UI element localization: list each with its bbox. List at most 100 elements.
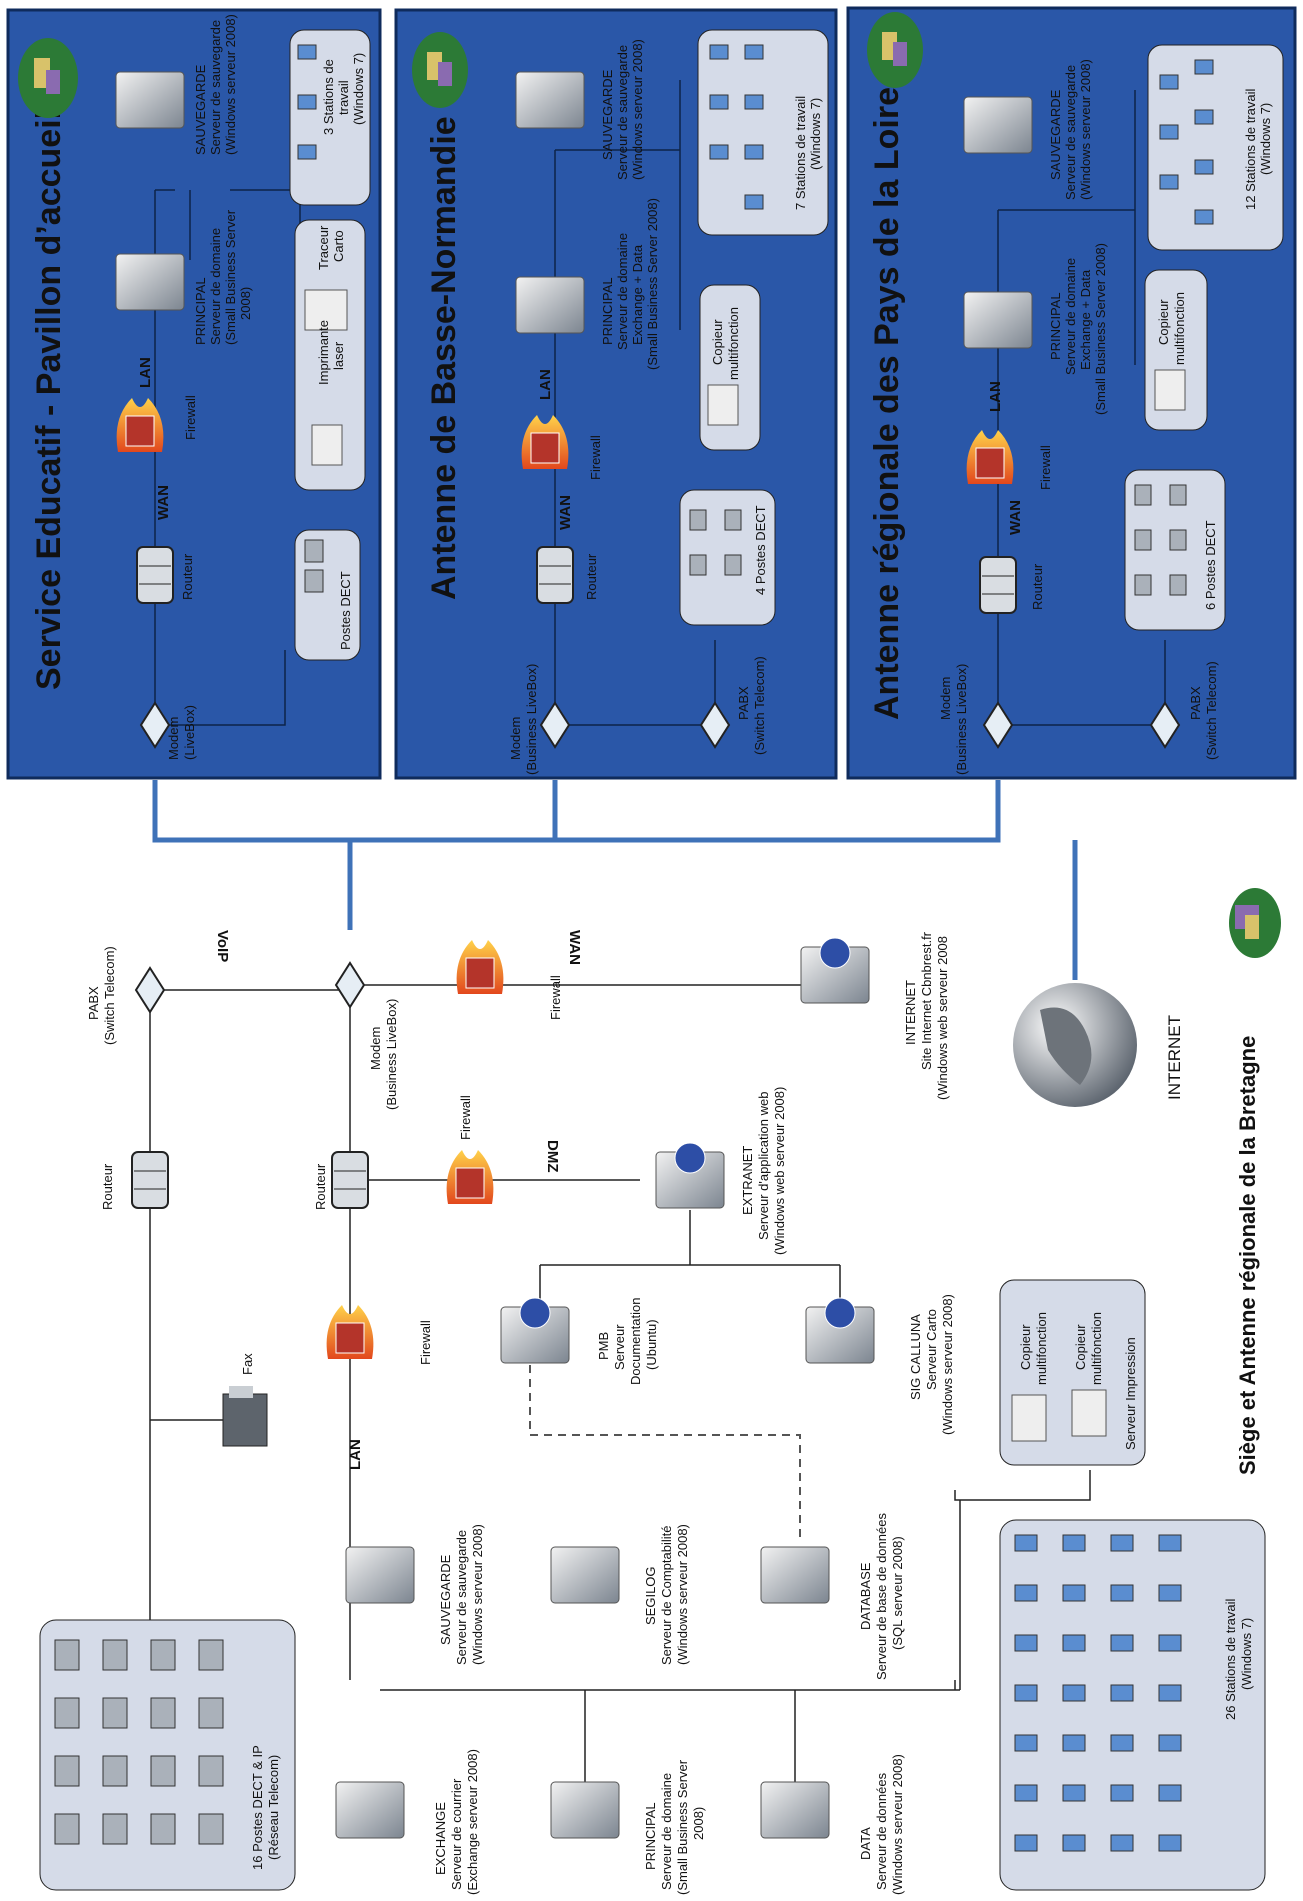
- workstation-icon: [1014, 1784, 1038, 1802]
- router-icon: [331, 1151, 369, 1209]
- stations-box: 26 Stations de travail (Windows 7): [999, 1519, 1266, 1891]
- firewall-label: Firewall: [418, 1320, 433, 1365]
- modem-label: Modem: [938, 677, 953, 720]
- workstation-icon: [1110, 1584, 1134, 1602]
- panel-service-educatif: Service Educatif - Pavillon d’accueil Mo…: [6, 8, 382, 780]
- svg-text:(Windows 7): (Windows 7): [1258, 103, 1273, 175]
- svg-text:2008): 2008): [238, 287, 253, 320]
- svg-text:Serveur de données: Serveur de données: [874, 1772, 889, 1890]
- dect-ip-box: 16 Postes DECT & IP (Réseau Telecom): [39, 1619, 296, 1891]
- panel-loire-title: Antenne régionale des Pays de la Loire: [868, 87, 906, 720]
- router-icon: [979, 556, 1017, 614]
- svg-text:(Windows serveur 2008): (Windows serveur 2008): [1078, 59, 1093, 200]
- svg-text:Site Internet Cbnbrest.fr: Site Internet Cbnbrest.fr: [919, 931, 934, 1070]
- server-icon: [550, 1781, 620, 1839]
- globe-icon: [1013, 983, 1137, 1107]
- router-label: Routeur: [180, 553, 195, 600]
- svg-text:(Ubuntu): (Ubuntu): [644, 1319, 659, 1370]
- svg-text:(Switch Telecom): (Switch Telecom): [102, 946, 117, 1045]
- phone-icon: [150, 1697, 176, 1729]
- copier-label: Copieur: [1073, 1324, 1088, 1370]
- siege-section: Siège et Antenne régionale de la Bretagn…: [39, 888, 1281, 1895]
- wan-label: WAN: [1007, 500, 1024, 535]
- svg-text:Serveur de sauvegarde: Serveur de sauvegarde: [1063, 65, 1078, 200]
- server-icon: [115, 71, 185, 129]
- copier-box: Copieur multifonction: [699, 284, 761, 451]
- phone-icon: [54, 1755, 80, 1787]
- svg-text:(Small Business Server: (Small Business Server: [675, 1759, 690, 1895]
- phone-icon: [198, 1697, 224, 1729]
- svg-text:(Windows serveur 2008): (Windows serveur 2008): [940, 1294, 955, 1435]
- sauvegarde-label: SAUVEGARDE: [600, 69, 615, 160]
- phone-icon: [150, 1813, 176, 1845]
- principal-label: PRINCIPAL: [643, 1802, 658, 1870]
- workstation-icon: [1158, 1634, 1182, 1652]
- pabx-icon: [134, 966, 166, 1014]
- phone-icon: [102, 1813, 128, 1845]
- workstation-icon: [1110, 1534, 1134, 1552]
- workstation-icon: [1062, 1684, 1086, 1702]
- pmb-label: PMB: [596, 1332, 611, 1360]
- wan-label: WAN: [557, 495, 574, 530]
- svg-text:(Business LiveBox): (Business LiveBox): [384, 999, 399, 1110]
- stations-label: 3 Stations de: [321, 59, 336, 135]
- printer-label: Imprimante: [316, 320, 331, 385]
- firewall-label: Firewall: [1038, 445, 1053, 490]
- firewall-icon: [326, 1305, 374, 1359]
- web-server-icon: [655, 1142, 725, 1209]
- fax-label: Fax: [240, 1353, 255, 1375]
- copier-label: Copieur: [1018, 1324, 1033, 1370]
- workstation-icon: [1014, 1734, 1038, 1752]
- router-label: Routeur: [100, 1163, 115, 1210]
- svg-text:Serveur de sauvegarde: Serveur de sauvegarde: [454, 1530, 469, 1665]
- svg-text:Serveur de sauvegarde: Serveur de sauvegarde: [208, 20, 223, 155]
- svg-text:(Small Business Server 2008): (Small Business Server 2008): [645, 198, 660, 370]
- workstation-icon: [1158, 1834, 1182, 1852]
- server-icon: [335, 1781, 405, 1839]
- phone-icon: [150, 1755, 176, 1787]
- logo-icon: [18, 38, 78, 118]
- firewall-label: Firewall: [183, 395, 198, 440]
- extranet-label: EXTRANET: [740, 1146, 755, 1215]
- sauvegarde-label: SAUVEGARDE: [193, 64, 208, 155]
- principal-label: PRINCIPAL: [193, 277, 208, 345]
- svg-text:Serveur de courrier: Serveur de courrier: [449, 1778, 464, 1890]
- server-icon: [115, 253, 185, 311]
- server-icon: [515, 71, 585, 129]
- firewall-label: Firewall: [588, 435, 603, 480]
- svg-text:(Windows 7): (Windows 7): [808, 98, 823, 170]
- svg-text:Serveur Carto: Serveur Carto: [924, 1309, 939, 1390]
- phone-icon: [150, 1639, 176, 1671]
- stations-box: 12 Stations de travail (Windows 7): [1147, 44, 1284, 251]
- dmz-label: DMZ: [544, 1140, 561, 1173]
- phone-icon: [198, 1639, 224, 1671]
- panel-service-title: Service Educatif - Pavillon d’accueil: [30, 110, 68, 690]
- workstation-icon: [1110, 1834, 1134, 1852]
- workstation-icon: [1014, 1634, 1038, 1652]
- web-server-icon: [800, 937, 870, 1004]
- workstation-icon: [1062, 1634, 1086, 1652]
- modem-label: Modem: [368, 1027, 383, 1070]
- logo-icon: [412, 32, 468, 108]
- globe-label: INTERNET: [1165, 1015, 1184, 1100]
- server-icon: [963, 96, 1033, 154]
- svg-text:multifonction: multifonction: [1089, 1312, 1104, 1385]
- svg-text:Serveur de base de données: Serveur de base de données: [874, 1513, 889, 1680]
- firewall-icon: [116, 398, 164, 452]
- workstation-icon: [1014, 1584, 1038, 1602]
- phone-icon: [198, 1813, 224, 1845]
- workstation-icon: [1158, 1784, 1182, 1802]
- svg-text:Serveur de domaine: Serveur de domaine: [615, 233, 630, 350]
- svg-text:(Small Business Server 2008): (Small Business Server 2008): [1093, 243, 1108, 415]
- svg-text:Serveur: Serveur: [612, 1324, 627, 1370]
- svg-text:Serveur de sauvegarde: Serveur de sauvegarde: [615, 45, 630, 180]
- firewall-icon: [456, 940, 504, 994]
- wan-label: WAN: [155, 485, 172, 520]
- pabx-label: PABX: [1188, 686, 1203, 720]
- workstation-icon: [1158, 1534, 1182, 1552]
- stations-box: 3 Stations de travail (Windows 7): [289, 29, 371, 206]
- svg-text:(LiveBox): (LiveBox): [182, 705, 197, 760]
- server-icon: [345, 1546, 415, 1604]
- web-server-icon: [500, 1297, 570, 1364]
